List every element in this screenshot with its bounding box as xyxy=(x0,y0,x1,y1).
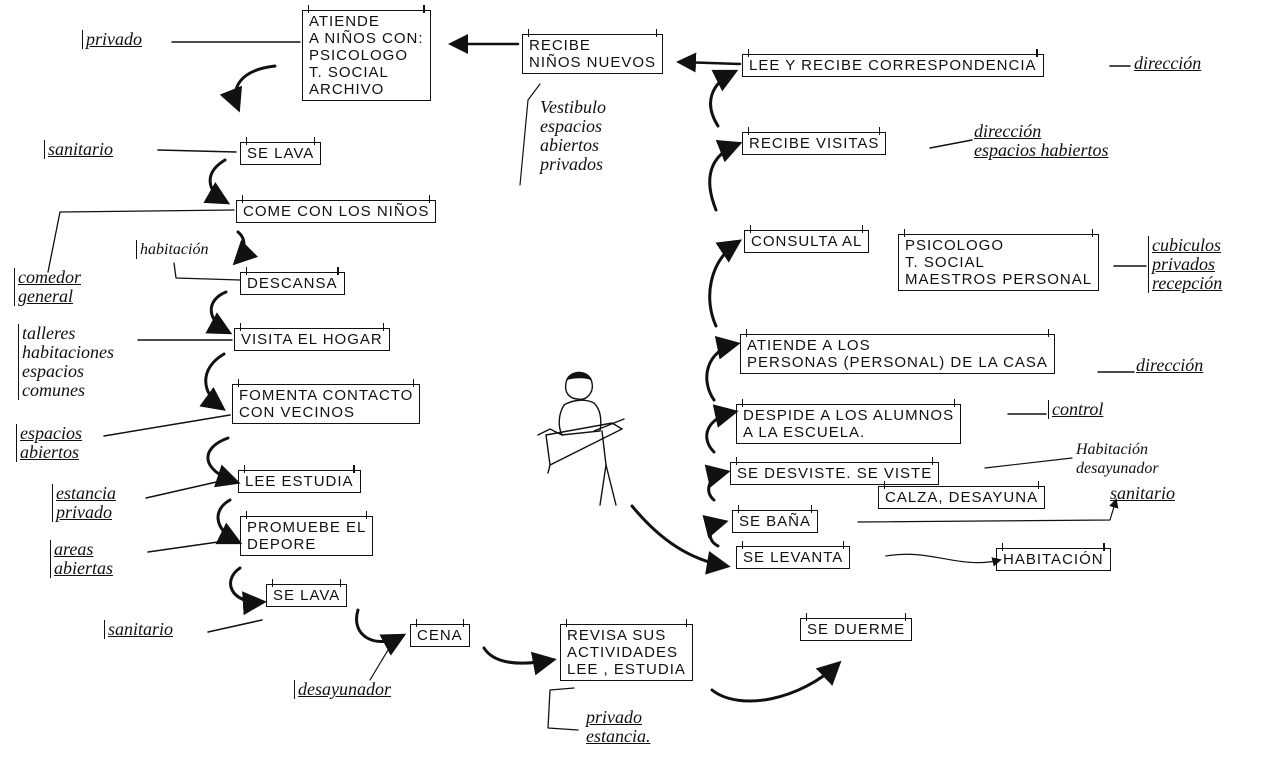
label-desayunador: desayunador xyxy=(294,680,391,699)
cena-box: CENA xyxy=(410,619,470,647)
se-bana-box: SE BAÑA xyxy=(732,505,819,533)
label-direccion-1: dirección xyxy=(1134,53,1202,73)
se-levanta-box: SE LEVANTA xyxy=(736,541,851,569)
label-privado: privado xyxy=(82,30,142,49)
calza-desayuna-box: CALZA, DESAYUNA xyxy=(878,481,1046,509)
lee-correspondencia-box: LEE Y RECIBE CORRESPONDENCIA xyxy=(742,49,1044,77)
label-control: control xyxy=(1048,400,1103,419)
consulta-box: CONSULTA AL xyxy=(744,225,870,253)
label-habitacion-desayunador: Habitación desayunador xyxy=(1076,441,1159,477)
revisa-actividades-box: REVISA SUS ACTIVIDADES LEE , ESTUDIA xyxy=(560,619,693,681)
label-privado-estancia: privado estancia. xyxy=(586,707,651,746)
recibe-ninos-box: RECIBE NIÑOS NUEVOS xyxy=(522,29,664,74)
label-direccion-3: dirección xyxy=(1136,355,1204,375)
come-con-ninos-box: COME CON LOS NIÑOS xyxy=(236,195,437,223)
se-lava-box: SE LAVA xyxy=(240,137,322,165)
label-direccion-espacios: dirección espacios habiertos xyxy=(974,121,1109,160)
promueve-deporte-box: PROMUEBE EL DEPORE xyxy=(240,511,374,556)
se-lava-2-box: SE LAVA xyxy=(266,579,348,607)
label-habitacion: habitación xyxy=(136,240,208,259)
recibe-visitas-box: RECIBE VISITAS xyxy=(742,127,887,155)
label-sanitario-2: sanitario xyxy=(104,620,173,639)
director-figure-illustration xyxy=(537,371,625,506)
se-desviste-box: SE DESVISTE. SE VISTE xyxy=(730,457,940,485)
lee-estudia-box: LEE ESTUDIA xyxy=(238,465,361,493)
atiende-personas-box: ATIENDE A LOS PERSONAS (PERSONAL) DE LA … xyxy=(740,329,1055,374)
atiende-ninos-box: ATIENDE A NIÑOS CON: PSICOLOGO T. SOCIAL… xyxy=(302,5,431,101)
label-areas-abiertas: areas abiertas xyxy=(50,540,113,578)
label-comedor-general: comedor general xyxy=(14,268,81,306)
label-talleres: talleres habitaciones espacios comunes xyxy=(18,324,114,400)
habitacion-box: HABITACIÓN xyxy=(996,543,1111,571)
despide-alumnos-box: DESPIDE A LOS ALUMNOS A LA ESCUELA. xyxy=(736,399,962,444)
descansa-box: DESCANSA xyxy=(240,267,345,295)
consulta-list-box: PSICOLOGO T. SOCIAL MAESTROS PERSONAL xyxy=(898,229,1100,291)
label-sanitario-3: sanitario xyxy=(1110,483,1176,503)
label-estancia-privado: estancia privado xyxy=(52,484,116,522)
visita-hogar-box: VISITA EL HOGAR xyxy=(234,323,390,351)
se-duerme-box: SE DUERME xyxy=(800,613,913,641)
label-sanitario-1: sanitario xyxy=(44,140,113,159)
label-vestibulo: Vestibulo espacios abiertos privados xyxy=(540,97,606,174)
label-espacios-abiertos: espacios abiertos xyxy=(16,424,82,462)
fomenta-contacto-box: FOMENTA CONTACTO CON VECINOS xyxy=(232,379,421,424)
label-cubiculos: cubiculos privados recepción xyxy=(1148,236,1222,293)
